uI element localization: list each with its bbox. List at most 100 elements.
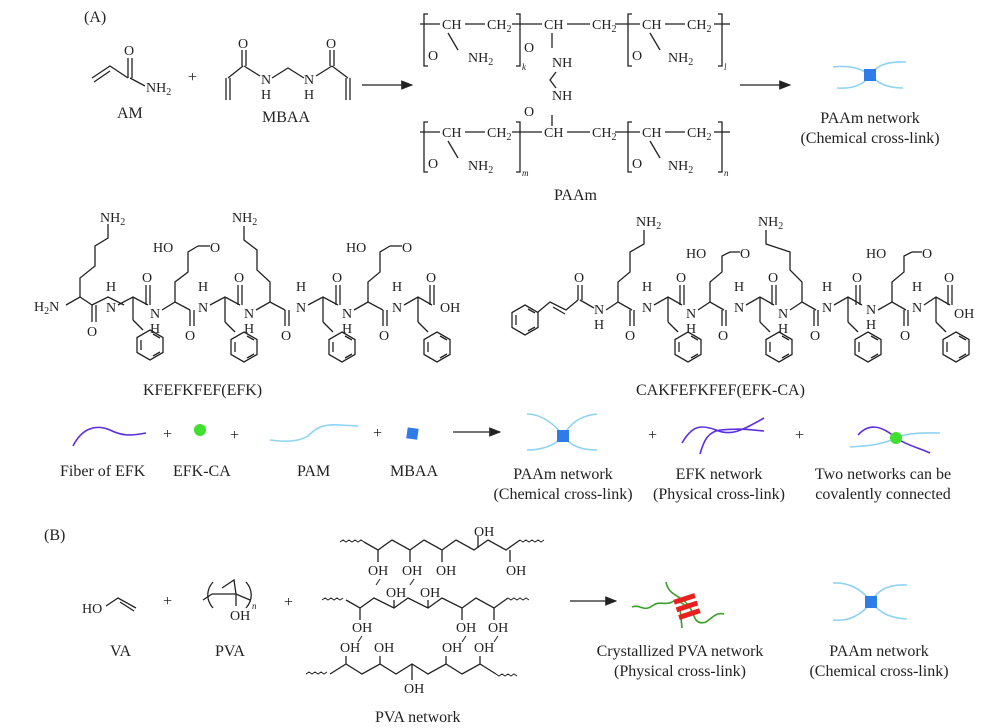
svg-text:O: O — [426, 271, 436, 286]
svg-text:H: H — [778, 322, 788, 337]
svg-text:H: H — [261, 88, 271, 103]
svg-text:CH2: CH2 — [592, 18, 616, 35]
svg-text:O: O — [922, 247, 932, 262]
am-structure: O NH2 — [91, 44, 171, 98]
svg-text:CH2: CH2 — [487, 18, 511, 35]
svg-text:N: N — [198, 301, 208, 316]
svg-text:H: H — [866, 318, 876, 333]
svg-text:N: N — [686, 307, 696, 322]
svg-text:HO: HO — [346, 241, 366, 256]
connected-networks-subtitle: covalently connected — [815, 486, 951, 503]
paam-network-title: PAAm network — [513, 466, 612, 483]
svg-text:O: O — [332, 271, 342, 286]
svg-text:NH: NH — [552, 56, 572, 71]
am-label: AM — [117, 105, 143, 122]
svg-text:OH: OH — [506, 564, 526, 579]
svg-text:O: O — [428, 157, 438, 172]
efk-network-title: EFK network — [676, 466, 763, 483]
efk-network-subtitle: (Physical cross-link) — [653, 486, 785, 503]
svg-text:H: H — [686, 322, 696, 337]
efk-ca-peptide-structure: O N H NH2 O N H O N H HO O O N H — [511, 215, 974, 363]
pva-network-structure: OH OH OH OH OH OH OH OH OH OH OH OH OH O… — [305, 525, 545, 697]
svg-text:H: H — [642, 280, 652, 295]
svg-text:OH: OH — [488, 621, 508, 636]
svg-text:OH: OH — [436, 564, 456, 579]
svg-text:H: H — [342, 322, 352, 337]
svg-text:OH: OH — [230, 609, 250, 624]
svg-text:O: O — [142, 271, 152, 286]
svg-text:O: O — [768, 271, 778, 286]
mbaa-label-schematic: MBAA — [390, 463, 438, 480]
svg-text:NH2: NH2 — [636, 215, 661, 232]
svg-text:O: O — [185, 329, 195, 344]
crystallized-pva-icon — [631, 581, 725, 629]
svg-text:H: H — [822, 280, 832, 295]
svg-text:NH2: NH2 — [468, 51, 493, 68]
svg-text:OH: OH — [374, 641, 394, 656]
efk-ca-label: CAKFEFKFEF(EFK-CA) — [636, 382, 805, 399]
va-structure: HO — [82, 597, 137, 617]
svg-text:O: O — [402, 241, 412, 256]
svg-text:H: H — [734, 280, 744, 295]
plus-sign: + — [284, 594, 293, 611]
svg-text:H: H — [392, 280, 402, 295]
crystallized-pva-title: Crystallized PVA network — [597, 643, 764, 660]
svg-text:O: O — [238, 37, 248, 52]
efk-ca-label-schematic: EFK-CA — [173, 463, 231, 480]
paam-network-icon — [832, 61, 907, 89]
svg-text:O: O — [210, 241, 220, 256]
svg-text:O: O — [524, 41, 534, 56]
plus-sign: + — [230, 427, 239, 444]
svg-text:l: l — [724, 62, 727, 72]
svg-text:O: O — [900, 329, 910, 344]
svg-text:N: N — [594, 303, 604, 318]
svg-text:CH2: CH2 — [487, 126, 511, 143]
svg-text:CH: CH — [642, 126, 661, 141]
fiber-of-efk-label: Fiber of EFK — [60, 463, 146, 480]
svg-text:N: N — [261, 73, 271, 88]
efk-peptide-structure: H2N O NH2 N H O N H HO O O N H O N — [34, 211, 460, 363]
svg-text:CH2: CH2 — [687, 18, 711, 35]
svg-text:CH: CH — [642, 18, 661, 33]
svg-text:N: N — [296, 301, 306, 316]
connected-networks-icon — [849, 426, 941, 454]
svg-text:NH2: NH2 — [758, 215, 783, 232]
svg-text:OH: OH — [352, 621, 372, 636]
svg-text:CH: CH — [544, 18, 563, 33]
svg-text:N: N — [642, 301, 652, 316]
pva-network-label: PVA network — [375, 709, 461, 726]
svg-text:OH: OH — [456, 621, 476, 636]
svg-text:O: O — [87, 325, 97, 340]
svg-text:OH: OH — [954, 307, 974, 322]
svg-text:n: n — [724, 168, 729, 178]
svg-text:CH: CH — [442, 126, 461, 141]
svg-text:N: N — [734, 301, 744, 316]
svg-text:HO: HO — [82, 602, 102, 617]
connected-networks-title: Two networks can be — [815, 466, 951, 483]
svg-text:H: H — [304, 88, 314, 103]
svg-text:N: N — [822, 301, 832, 316]
svg-text:O: O — [524, 105, 534, 120]
mbaa-label: MBAA — [262, 109, 310, 126]
svg-text:CH2: CH2 — [687, 126, 711, 143]
svg-text:NH2: NH2 — [146, 81, 171, 98]
plus-sign: + — [648, 427, 657, 444]
plus-sign: + — [163, 593, 172, 610]
svg-text:N: N — [392, 301, 402, 316]
mbaa-structure: O N H N H O — [225, 37, 351, 103]
svg-text:H2N: H2N — [34, 300, 59, 317]
svg-text:k: k — [522, 62, 527, 72]
pam-label: PAM — [297, 463, 330, 480]
svg-text:CH: CH — [544, 126, 563, 141]
svg-text:N: N — [866, 303, 876, 318]
plus-sign: + — [163, 426, 172, 443]
svg-text:OH: OH — [386, 586, 406, 601]
svg-text:O: O — [810, 329, 820, 344]
panel-b-label: (B) — [44, 527, 65, 544]
efk-network-icon — [681, 417, 765, 455]
panel-a-label: (A) — [84, 9, 106, 26]
svg-text:NH2: NH2 — [100, 211, 125, 228]
plus-sign: + — [795, 427, 804, 444]
svg-text:H: H — [296, 280, 306, 295]
